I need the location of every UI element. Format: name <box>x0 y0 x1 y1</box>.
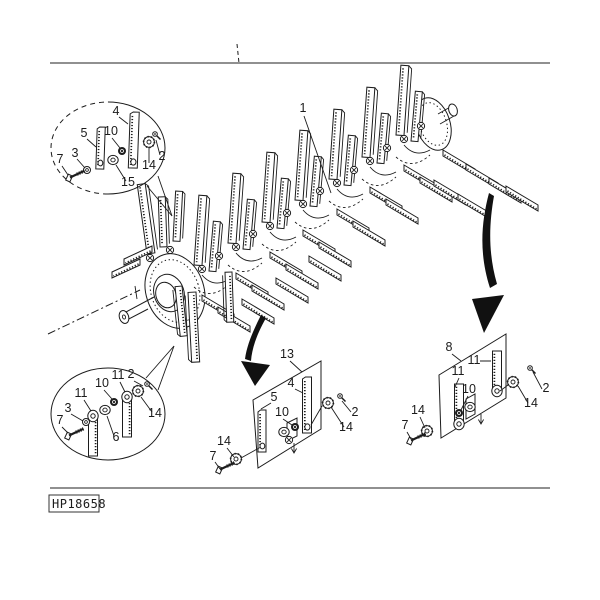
callout-5: 5 <box>81 126 88 140</box>
callouts: 1 4 5 10 3 7 15 14 2 11 10 11 2 14 6 3 7… <box>57 101 550 463</box>
callout-6: 6 <box>113 430 120 444</box>
callout-1: 1 <box>300 101 307 115</box>
callout-7: 7 <box>57 152 64 166</box>
callout-13: 13 <box>280 347 294 361</box>
callout-8: 8 <box>446 340 453 354</box>
axis-centerline <box>47 289 141 335</box>
figure-id-box: HP18658 <box>48 494 106 513</box>
leader-lines <box>214 360 352 470</box>
callout-4: 4 <box>288 376 295 390</box>
callout-15: 15 <box>121 175 135 189</box>
callout-10: 10 <box>462 382 476 396</box>
callout-2: 2 <box>543 381 550 395</box>
callout-14: 14 <box>339 420 353 434</box>
detail-arrow-to-box-8-icon <box>472 193 504 333</box>
callout-7: 7 <box>402 418 409 432</box>
callout-2: 2 <box>128 367 135 381</box>
callout-7: 7 <box>210 449 217 463</box>
leader-lines <box>61 380 153 437</box>
callout-7: 7 <box>57 413 64 427</box>
callout-14: 14 <box>148 406 162 420</box>
leader-lines <box>61 116 161 182</box>
callout-10: 10 <box>95 376 109 390</box>
callout-11: 11 <box>452 364 465 378</box>
callout-14: 14 <box>142 158 156 172</box>
leader-lines <box>406 353 543 440</box>
callout-14: 14 <box>411 403 425 417</box>
callout-3: 3 <box>65 401 72 415</box>
figure-id-text: HP18658 <box>52 497 106 511</box>
detail-circle-bottom <box>50 345 175 461</box>
detail-circle-top <box>50 101 173 217</box>
callout-14: 14 <box>524 396 538 410</box>
callout-11: 11 <box>468 353 481 367</box>
detail-arrow-to-box-13-icon <box>241 315 270 386</box>
detail-box-13 <box>213 360 352 476</box>
callout-11: 11 <box>112 368 125 382</box>
callout-10: 10 <box>275 405 289 419</box>
callout-2: 2 <box>352 405 359 419</box>
page-border <box>50 43 550 489</box>
callout-3: 3 <box>72 146 79 160</box>
rotor-assembly <box>47 64 539 364</box>
callout-5: 5 <box>271 390 278 404</box>
callout-14: 14 <box>217 434 231 448</box>
callout-10: 10 <box>104 124 118 138</box>
detail-box-8 <box>404 333 543 447</box>
callout-2: 2 <box>159 149 166 163</box>
callout-11: 11 <box>75 386 88 400</box>
register-tick <box>236 43 240 64</box>
callout-4: 4 <box>113 104 120 118</box>
